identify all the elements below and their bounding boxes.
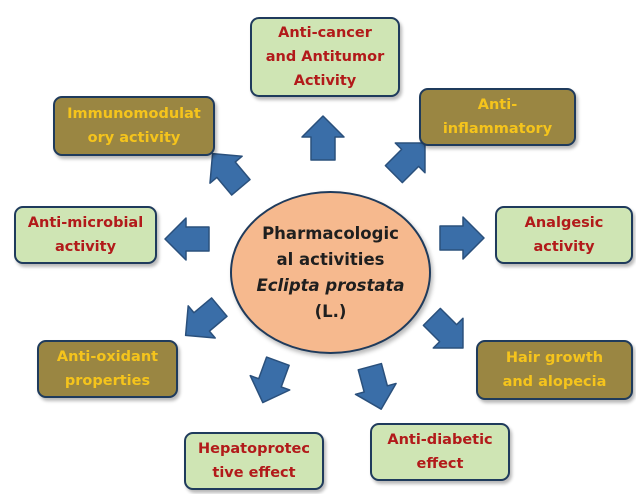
arrow-to-anti-diabetic bbox=[348, 360, 403, 416]
activity-anti-microbial: Anti-microbial activity bbox=[14, 206, 157, 264]
activity-analgesic: Analgesic activity bbox=[495, 206, 633, 264]
activity-hepatoprotective: Hepatoprotec tive effect bbox=[184, 432, 324, 490]
activity-anti-inflammatory: Anti- inflammatory bbox=[419, 88, 576, 146]
activity-anti-diabetic: Anti-diabetic effect bbox=[370, 423, 510, 481]
center-title-line2: al activities bbox=[276, 249, 385, 269]
arrow-to-analgesic bbox=[439, 216, 485, 260]
center-title-line1: Pharmacologic bbox=[262, 223, 399, 243]
activity-anti-oxidant: Anti-oxidant properties bbox=[37, 340, 178, 398]
activity-anti-cancer: Anti-cancer and Antitumor Activity bbox=[250, 17, 400, 97]
activity-immunomodulatory: Immunomodulat ory activity bbox=[53, 96, 215, 156]
species-authority: (L.) bbox=[314, 301, 347, 321]
arrow-to-hair-growth bbox=[416, 301, 479, 364]
center-ellipse: Pharmacologic al activities Eclipta pros… bbox=[230, 191, 431, 354]
arrow-to-anti-cancer bbox=[301, 115, 345, 161]
species-name: Eclipta prostata bbox=[256, 275, 405, 295]
arrow-to-hepatoprotective bbox=[242, 353, 299, 411]
arrow-to-anti-oxidant bbox=[171, 290, 234, 353]
activity-hair-growth: Hair growth and alopecia bbox=[476, 340, 633, 400]
arrow-to-anti-microbial bbox=[164, 217, 210, 261]
